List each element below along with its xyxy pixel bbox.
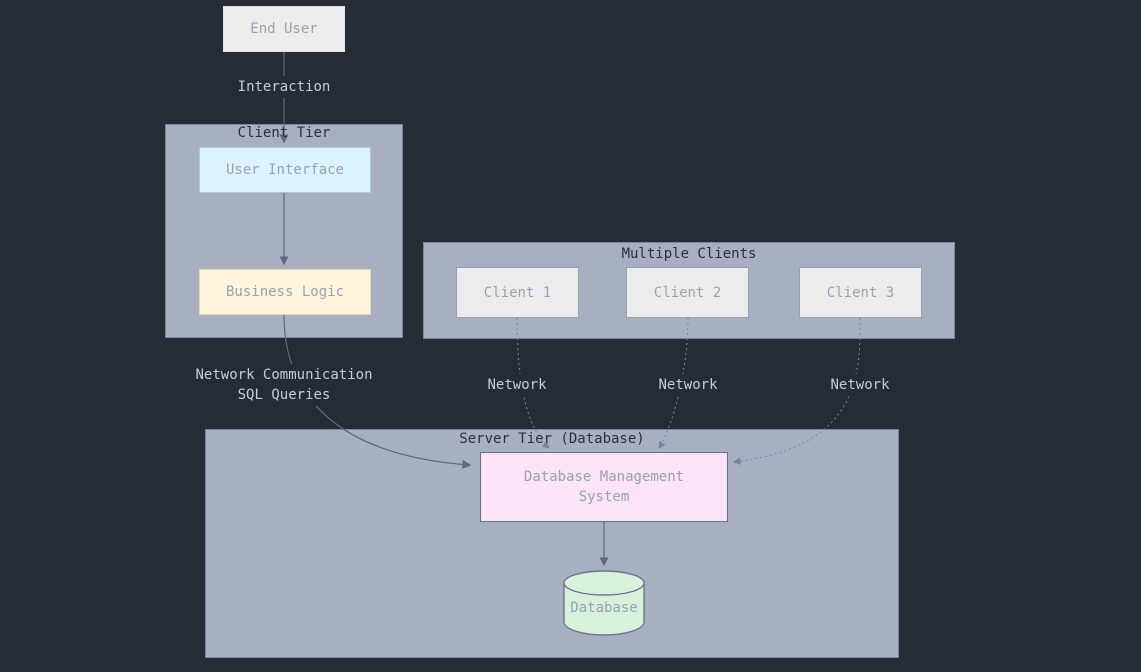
edge-label-interaction: Interaction	[230, 76, 338, 98]
edge-label-network-2: Network	[651, 374, 725, 396]
node-database-cylinder: Database	[563, 570, 645, 637]
database-cylinder-icon	[563, 570, 645, 636]
node-end-user-label: End User	[250, 21, 318, 37]
node-client-3: Client 3	[799, 267, 922, 318]
node-client-1: Client 1	[456, 267, 579, 318]
edge-label-network-communication: Network Communication SQL Queries	[188, 364, 380, 406]
node-database-label: Database	[570, 600, 638, 616]
edge-label-sql-queries-line2: SQL Queries	[237, 387, 331, 403]
node-business-logic: Business Logic	[199, 269, 371, 315]
node-user-interface: User Interface	[199, 147, 371, 193]
node-client-1-label: Client 1	[483, 284, 552, 301]
node-client-2: Client 2	[626, 267, 749, 318]
edge-label-network-3: Network	[823, 374, 897, 396]
edge-client2-to-dbms	[658, 317, 689, 449]
node-user-interface-label: User Interface	[225, 162, 344, 178]
node-client-3-label: Client 3	[826, 284, 895, 301]
cluster-title-multiple-clients: Multiple Clients	[621, 246, 757, 262]
node-business-logic-label: Business Logic	[225, 284, 344, 300]
edge-client3-to-dbms	[732, 317, 861, 465]
edge-label-network-communication-line1: Network Communication	[195, 367, 373, 383]
cluster-title-server-tier: Server Tier (Database)	[459, 431, 645, 447]
node-client-2-label: Client 2	[653, 284, 722, 301]
edge-label-network-1: Network	[480, 374, 554, 396]
edge-business-to-dbms	[283, 314, 472, 469]
cluster-title-client-tier: Client Tier	[237, 125, 331, 141]
node-end-user: End User	[223, 6, 345, 52]
node-dbms: Database Management System	[480, 452, 728, 522]
node-dbms-label: Database Management System	[523, 469, 685, 505]
